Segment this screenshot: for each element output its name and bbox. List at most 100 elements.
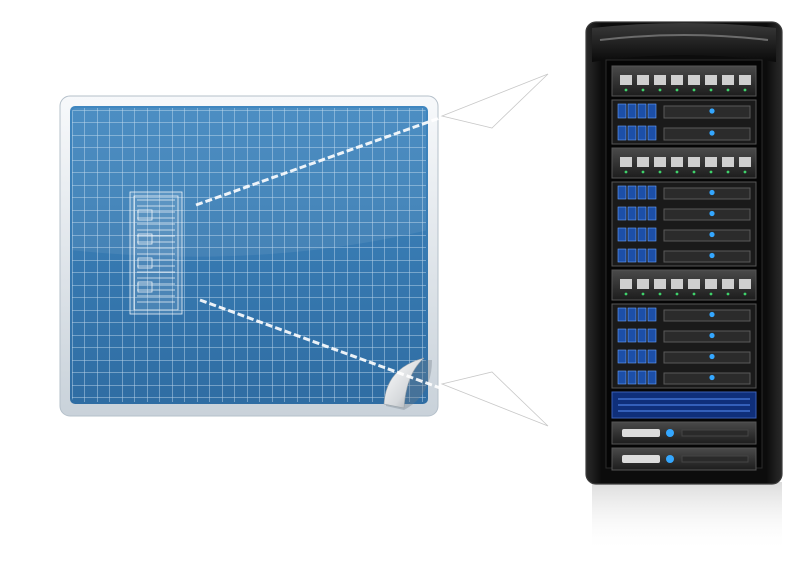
port-led [709,88,713,92]
power-led [666,455,674,463]
drive-bay [637,206,647,221]
drive-bay [637,185,647,200]
drive-bay [617,370,627,385]
port-led [624,170,628,174]
port-led [641,170,645,174]
switch-port [637,75,649,85]
switch-port [671,157,683,167]
drive-bay [647,125,657,141]
server-faceplate [663,330,751,343]
switch-port [705,157,717,167]
rack-unit-1u-storage [611,421,757,445]
status-led [709,374,715,381]
port-led [743,170,747,174]
port-led [743,88,747,92]
switch-port [671,75,683,85]
drive-bay [627,206,637,221]
switch-port [722,75,734,85]
arrow-bottom [440,371,549,427]
drive-bay [617,185,627,200]
drive-bay [637,349,647,364]
drive-bay [617,349,627,364]
drive-bay [647,370,657,385]
rack-sketch-drive [137,209,153,221]
port-led [641,292,645,296]
port-led [709,292,713,296]
rack-unit-2u-drive-server [611,99,757,145]
rack-unit-1u-switch [611,269,757,301]
status-led [709,108,715,114]
switch-port [637,279,649,289]
switch-port [654,279,666,289]
storage-label-plate [622,429,660,437]
drive-bay [637,307,647,322]
switch-port [671,279,683,289]
rack-units [611,65,757,471]
port-led [726,170,730,174]
switch-port [739,157,751,167]
drive-bay [637,370,647,385]
switch-port [688,279,700,289]
drive-bay [637,103,647,119]
drive-bay [647,227,657,242]
drive-bay [617,103,627,119]
port-led [692,88,696,92]
drive-bay [647,307,657,322]
drive-bay [617,227,627,242]
switch-port [688,75,700,85]
drive-bay [627,185,637,200]
drive-bay [647,206,657,221]
drive-bay [647,349,657,364]
switch-port [705,279,717,289]
status-led [709,210,715,217]
port-led [675,88,679,92]
drive-bay [647,185,657,200]
switch-port [722,279,734,289]
port-led [675,170,679,174]
rack-unit-1u-switch [611,147,757,179]
rack-sketch-drive [137,233,153,245]
port-led [658,170,662,174]
drive-bay [627,307,637,322]
switch-port [739,75,751,85]
status-led [709,130,715,136]
blueprint-board [59,95,439,417]
status-led [709,311,715,318]
storage-slot [681,455,749,463]
server-faceplate [663,351,751,364]
port-led [692,170,696,174]
status-led [709,332,715,339]
storage-label-plate [622,455,660,463]
drive-bay [627,125,637,141]
storage-slot [681,429,749,437]
server-faceplate [663,229,751,242]
drive-bay [627,227,637,242]
projection-lines [195,108,463,398]
server-faceplate [663,309,751,322]
port-led [624,292,628,296]
drive-bay [647,103,657,119]
switch-port [722,157,734,167]
switch-port [654,75,666,85]
port-led [692,292,696,296]
drive-bay [647,328,657,343]
drive-bay [627,328,637,343]
port-led [624,88,628,92]
power-led [666,429,674,437]
server-faceplate [663,127,751,141]
rack-unit-4u-drive-server [611,181,757,267]
port-led [658,88,662,92]
server-faceplate [663,372,751,385]
rack-sketch-drive [137,281,153,293]
drive-bay [627,370,637,385]
drive-bay [627,248,637,263]
drive-bay [647,248,657,263]
switch-port [654,157,666,167]
curled-corner [383,357,432,410]
server-faceplate [663,105,751,119]
drive-bay [617,328,627,343]
switch-port [620,157,632,167]
rack-unit-1u-storage [611,447,757,471]
drive-bay [637,248,647,263]
